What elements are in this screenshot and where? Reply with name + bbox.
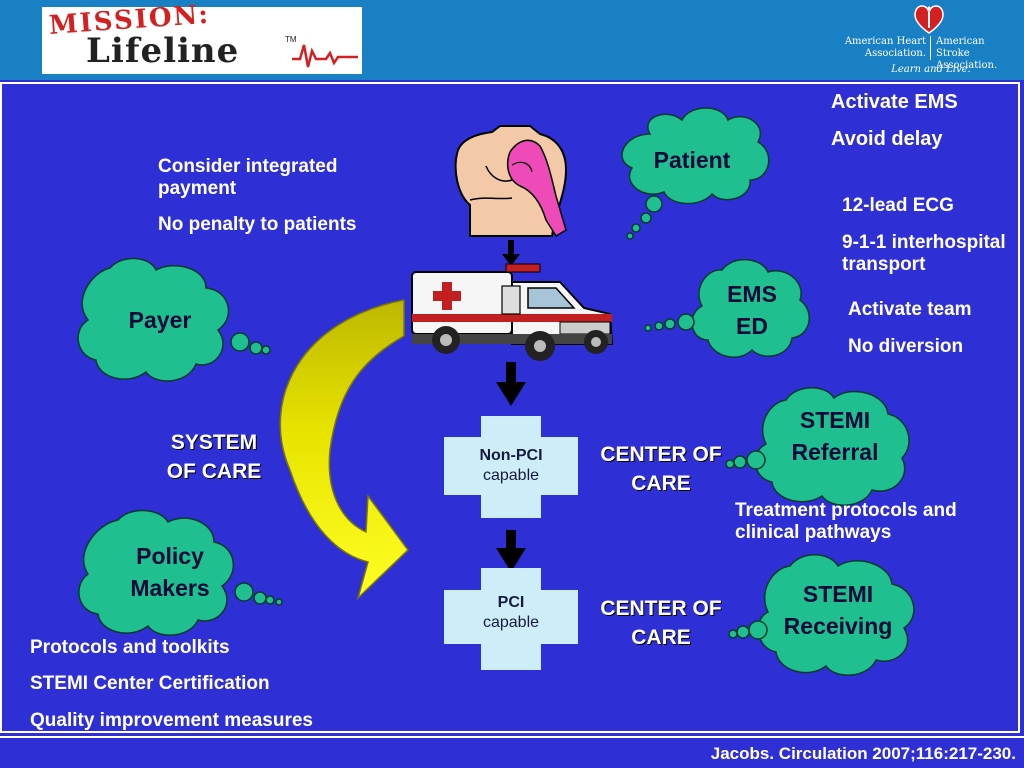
cloud-ems-ed [644, 259, 810, 358]
cloud-label-ems: EMS [727, 281, 777, 307]
ambulance-icon [411, 263, 614, 361]
center-of-care-pci: CENTER OF CARE [582, 594, 740, 652]
pci-label-sub: capable [482, 614, 540, 631]
aha-name: American Heart Association. [842, 36, 926, 60]
citation: Jacobs. Circulation 2007;116:217-230. [710, 744, 1016, 763]
center-of-care-bottom-l2: CARE [631, 626, 691, 649]
pci-center-shape [444, 568, 578, 670]
patient-chest-pain-figure [454, 125, 568, 238]
system-of-care-l2: OF CARE [166, 460, 262, 483]
note-quality-improvement: Quality improvement measures [30, 710, 313, 731]
heart-torch-icon [914, 5, 944, 34]
nonpci-label-bold: Non-PCI [479, 447, 543, 464]
pci-label: PCI capable [450, 593, 572, 633]
note-interhospital-transport: 9-1-1 interhospital transport [842, 232, 1006, 276]
header-bar: MISSION: Lifeline TM American Heart Asso… [0, 0, 1024, 80]
ecg-wave-icon [292, 44, 358, 68]
flow-arrow-to-pci [496, 530, 526, 572]
cloud-label-stemi-receiving: STEMI Receiving [766, 578, 910, 642]
cloud-policy-makers [78, 509, 283, 636]
cloud-label-ems-ed: EMS ED [702, 278, 802, 342]
note-no-penalty: No penalty to patients [158, 214, 357, 235]
aha-asa-logo: American Heart Association. American Str… [836, 2, 1016, 78]
aha-divider [930, 36, 931, 60]
cloud-label-makers: Makers [130, 575, 210, 601]
mission-lifeline-logo: MISSION: Lifeline TM [42, 0, 362, 74]
asa-name: American Stroke Association. [936, 36, 1020, 72]
asa-name-line2: Association. [936, 60, 998, 71]
note-no-diversion: No diversion [848, 336, 964, 357]
center-of-care-nonpci: CENTER OF CARE [582, 440, 740, 498]
logo-trademark: TM [285, 35, 297, 44]
system-of-care-l1: SYSTEM [170, 431, 258, 454]
cloud-label-stemi-referral: STEMI Referral [770, 404, 900, 468]
cloud-payer [77, 257, 271, 382]
cloud-label-policy-makers: Policy Makers [100, 540, 240, 604]
cloud-stemi-referral [725, 387, 910, 506]
aha-name-line1: American Heart [844, 36, 926, 47]
center-of-care-bottom-l1: CENTER OF [600, 597, 722, 620]
note-integrated-payment: Consider integrated payment [158, 156, 337, 200]
cloud-label-referral-l2: Referral [791, 439, 879, 465]
note-activate-ems: Activate EMS [831, 91, 958, 113]
cloud-stemi-receiving [728, 554, 915, 676]
nonpci-center-shape [444, 416, 578, 518]
aha-name-line2: Association. [864, 48, 926, 59]
curved-yellow-arrow [279, 299, 409, 601]
cloud-label-payer: Payer [128, 307, 192, 333]
cloud-label-receiving-l2: Receiving [783, 613, 893, 639]
content-panel [0, 82, 1020, 733]
note-12-lead-ecg: 12-lead ECG [842, 195, 954, 216]
note-activate-team: Activate team [848, 299, 972, 320]
note-protocols-toolkits: Protocols and toolkits [30, 637, 230, 658]
asa-name-line1: American Stroke [936, 36, 985, 59]
cloud-label-policy: Policy [136, 543, 204, 569]
pci-label-bold: PCI [497, 594, 525, 611]
logo-lifeline-text: Lifeline [86, 31, 240, 71]
flow-arrow-patient [502, 240, 520, 266]
cloud-label-receiving-l1: STEMI [802, 581, 874, 607]
note-treatment-protocols: Treatment protocols and clinical pathway… [735, 500, 957, 544]
cloud-label-referral-l1: STEMI [799, 407, 871, 433]
note-treatment-l2: clinical pathways [735, 522, 892, 543]
footer-divider [0, 736, 1024, 738]
note-integrated-payment-l1: Consider integrated [158, 156, 338, 177]
note-avoid-delay: Avoid delay [831, 128, 943, 150]
nonpci-label-sub: capable [482, 467, 540, 484]
note-treatment-l1: Treatment protocols and [735, 500, 957, 521]
cloud-patient [621, 107, 770, 240]
cloud-label-ed: ED [736, 313, 768, 339]
system-of-care-label: SYSTEM OF CARE [146, 428, 282, 486]
nonpci-label: Non-PCI capable [450, 446, 572, 486]
center-of-care-top-l2: CARE [631, 472, 691, 495]
note-integrated-payment-l2: payment [158, 178, 237, 199]
note-interhospital-l1: 9-1-1 interhospital [842, 232, 1006, 253]
cloud-label-patient: Patient [653, 147, 731, 173]
note-interhospital-l2: transport [842, 254, 926, 275]
aha-tagline: Learn and Live. [891, 64, 971, 75]
note-stemi-certification: STEMI Center Certification [30, 673, 270, 694]
system-of-care-diagram [77, 107, 915, 676]
center-of-care-top-l1: CENTER OF [600, 443, 722, 466]
flow-arrow-to-nonpci [496, 362, 526, 406]
